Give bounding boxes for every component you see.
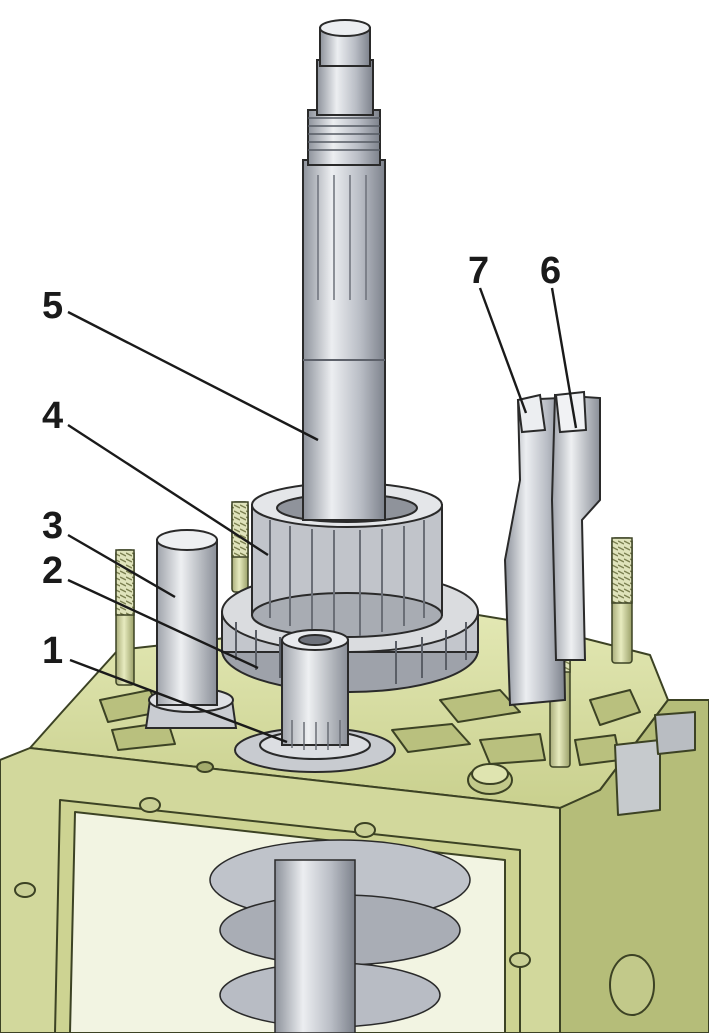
leader-line-3 [67,533,176,599]
main-shaft-part-5 [302,19,386,521]
leader-lines [67,287,578,744]
leader-line-6 [550,287,578,429]
callout-3: 3 [42,505,63,547]
leader-line-4 [67,423,269,557]
callout-2: 2 [42,550,63,592]
leader-line-2 [67,578,259,670]
callout-5: 5 [42,285,63,327]
shift-fork-part-6 [550,390,601,661]
bushing-part-1 [234,629,396,773]
callout-labels: 1 2 3 4 5 6 7 [42,250,561,672]
leader-line-7 [478,287,528,414]
lower-gear-cluster [209,839,471,1033]
callout-6: 6 [540,250,561,292]
callout-7: 7 [468,250,489,292]
callout-1: 1 [42,630,63,672]
leader-line-5 [67,310,319,442]
leader-line-1 [69,658,288,744]
callout-4: 4 [42,395,63,437]
shift-rod-part-3 [144,529,238,729]
